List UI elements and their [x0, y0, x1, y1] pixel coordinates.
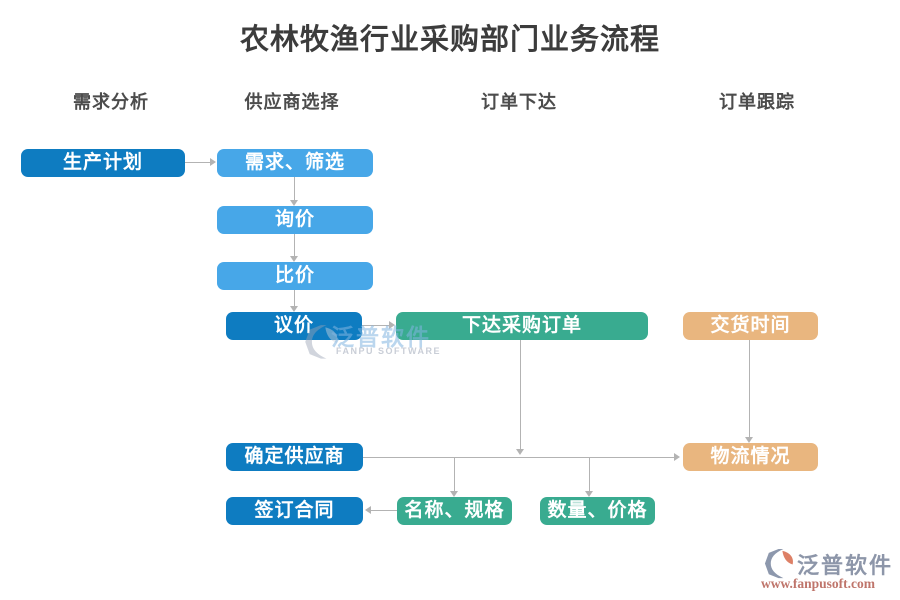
- arrowhead-down-icon: [450, 491, 458, 497]
- arrowhead-right-icon: [389, 321, 395, 329]
- connector-line-screening-to-inquiry: [294, 177, 295, 200]
- footer-logo: 泛普软件 www.fanpusoft.com: [743, 547, 893, 595]
- flow-node-logistics-status: 物流情况: [683, 443, 818, 471]
- column-header-order-placement: 订单下达: [481, 92, 557, 112]
- connector-line-drop-to-name-spec: [454, 458, 455, 491]
- flow-node-price-comparison: 比价: [217, 262, 373, 290]
- flow-node-quantity-price: 数量、价格: [540, 497, 655, 525]
- connector-line-drop-to-quantity-price: [589, 458, 590, 491]
- footer-url-text: www.fanpusoft.com: [761, 576, 876, 591]
- footer-brand-text: 泛普软件: [797, 553, 894, 578]
- arrowhead-left-icon: [365, 506, 371, 514]
- flow-node-name-spec: 名称、规格: [397, 497, 512, 525]
- flow-node-demand-screening: 需求、筛选: [217, 149, 373, 177]
- arrowhead-down-icon: [516, 449, 524, 455]
- connector-line-spec-to-contract: [371, 510, 397, 511]
- column-header-supplier-selection: 供应商选择: [244, 92, 340, 112]
- connector-line-order-down: [520, 340, 521, 449]
- flow-node-place-purchase-order: 下达采购订单: [396, 312, 648, 340]
- arrowhead-right-icon: [210, 158, 216, 166]
- flow-node-inquiry: 询价: [217, 206, 373, 234]
- watermark-subtext: FANPU SOFTWARE: [336, 346, 442, 356]
- fanpu-logo-icon: [764, 548, 793, 579]
- arrowhead-down-icon: [585, 491, 593, 497]
- page-title: 农林牧渔行业采购部门业务流程: [239, 24, 660, 56]
- column-header-order-tracking: 订单跟踪: [719, 92, 795, 112]
- flow-node-production-plan: 生产计划: [21, 149, 185, 177]
- connector-line-delivery-to-logistics: [749, 340, 750, 437]
- flow-node-confirm-supplier: 确定供应商: [226, 443, 363, 471]
- arrowhead-down-icon: [290, 306, 298, 312]
- connector-line-negotiation-to-order: [362, 325, 389, 326]
- arrowhead-down-icon: [290, 200, 298, 206]
- arrowhead-right-icon: [674, 453, 680, 461]
- connector-line-production-to-screening: [185, 162, 210, 163]
- connector-line-comparison-to-negotiation: [294, 290, 295, 306]
- column-header-demand-analysis: 需求分析: [73, 92, 149, 112]
- flow-node-sign-contract: 签订合同: [226, 497, 363, 525]
- flow-node-negotiation: 议价: [226, 312, 362, 340]
- arrowhead-down-icon: [290, 256, 298, 262]
- arrowhead-down-icon: [745, 437, 753, 443]
- connector-line-supplier-to-logistics: [363, 457, 674, 458]
- connector-line-inquiry-to-comparison: [294, 234, 295, 256]
- flow-node-delivery-time: 交货时间: [683, 312, 818, 340]
